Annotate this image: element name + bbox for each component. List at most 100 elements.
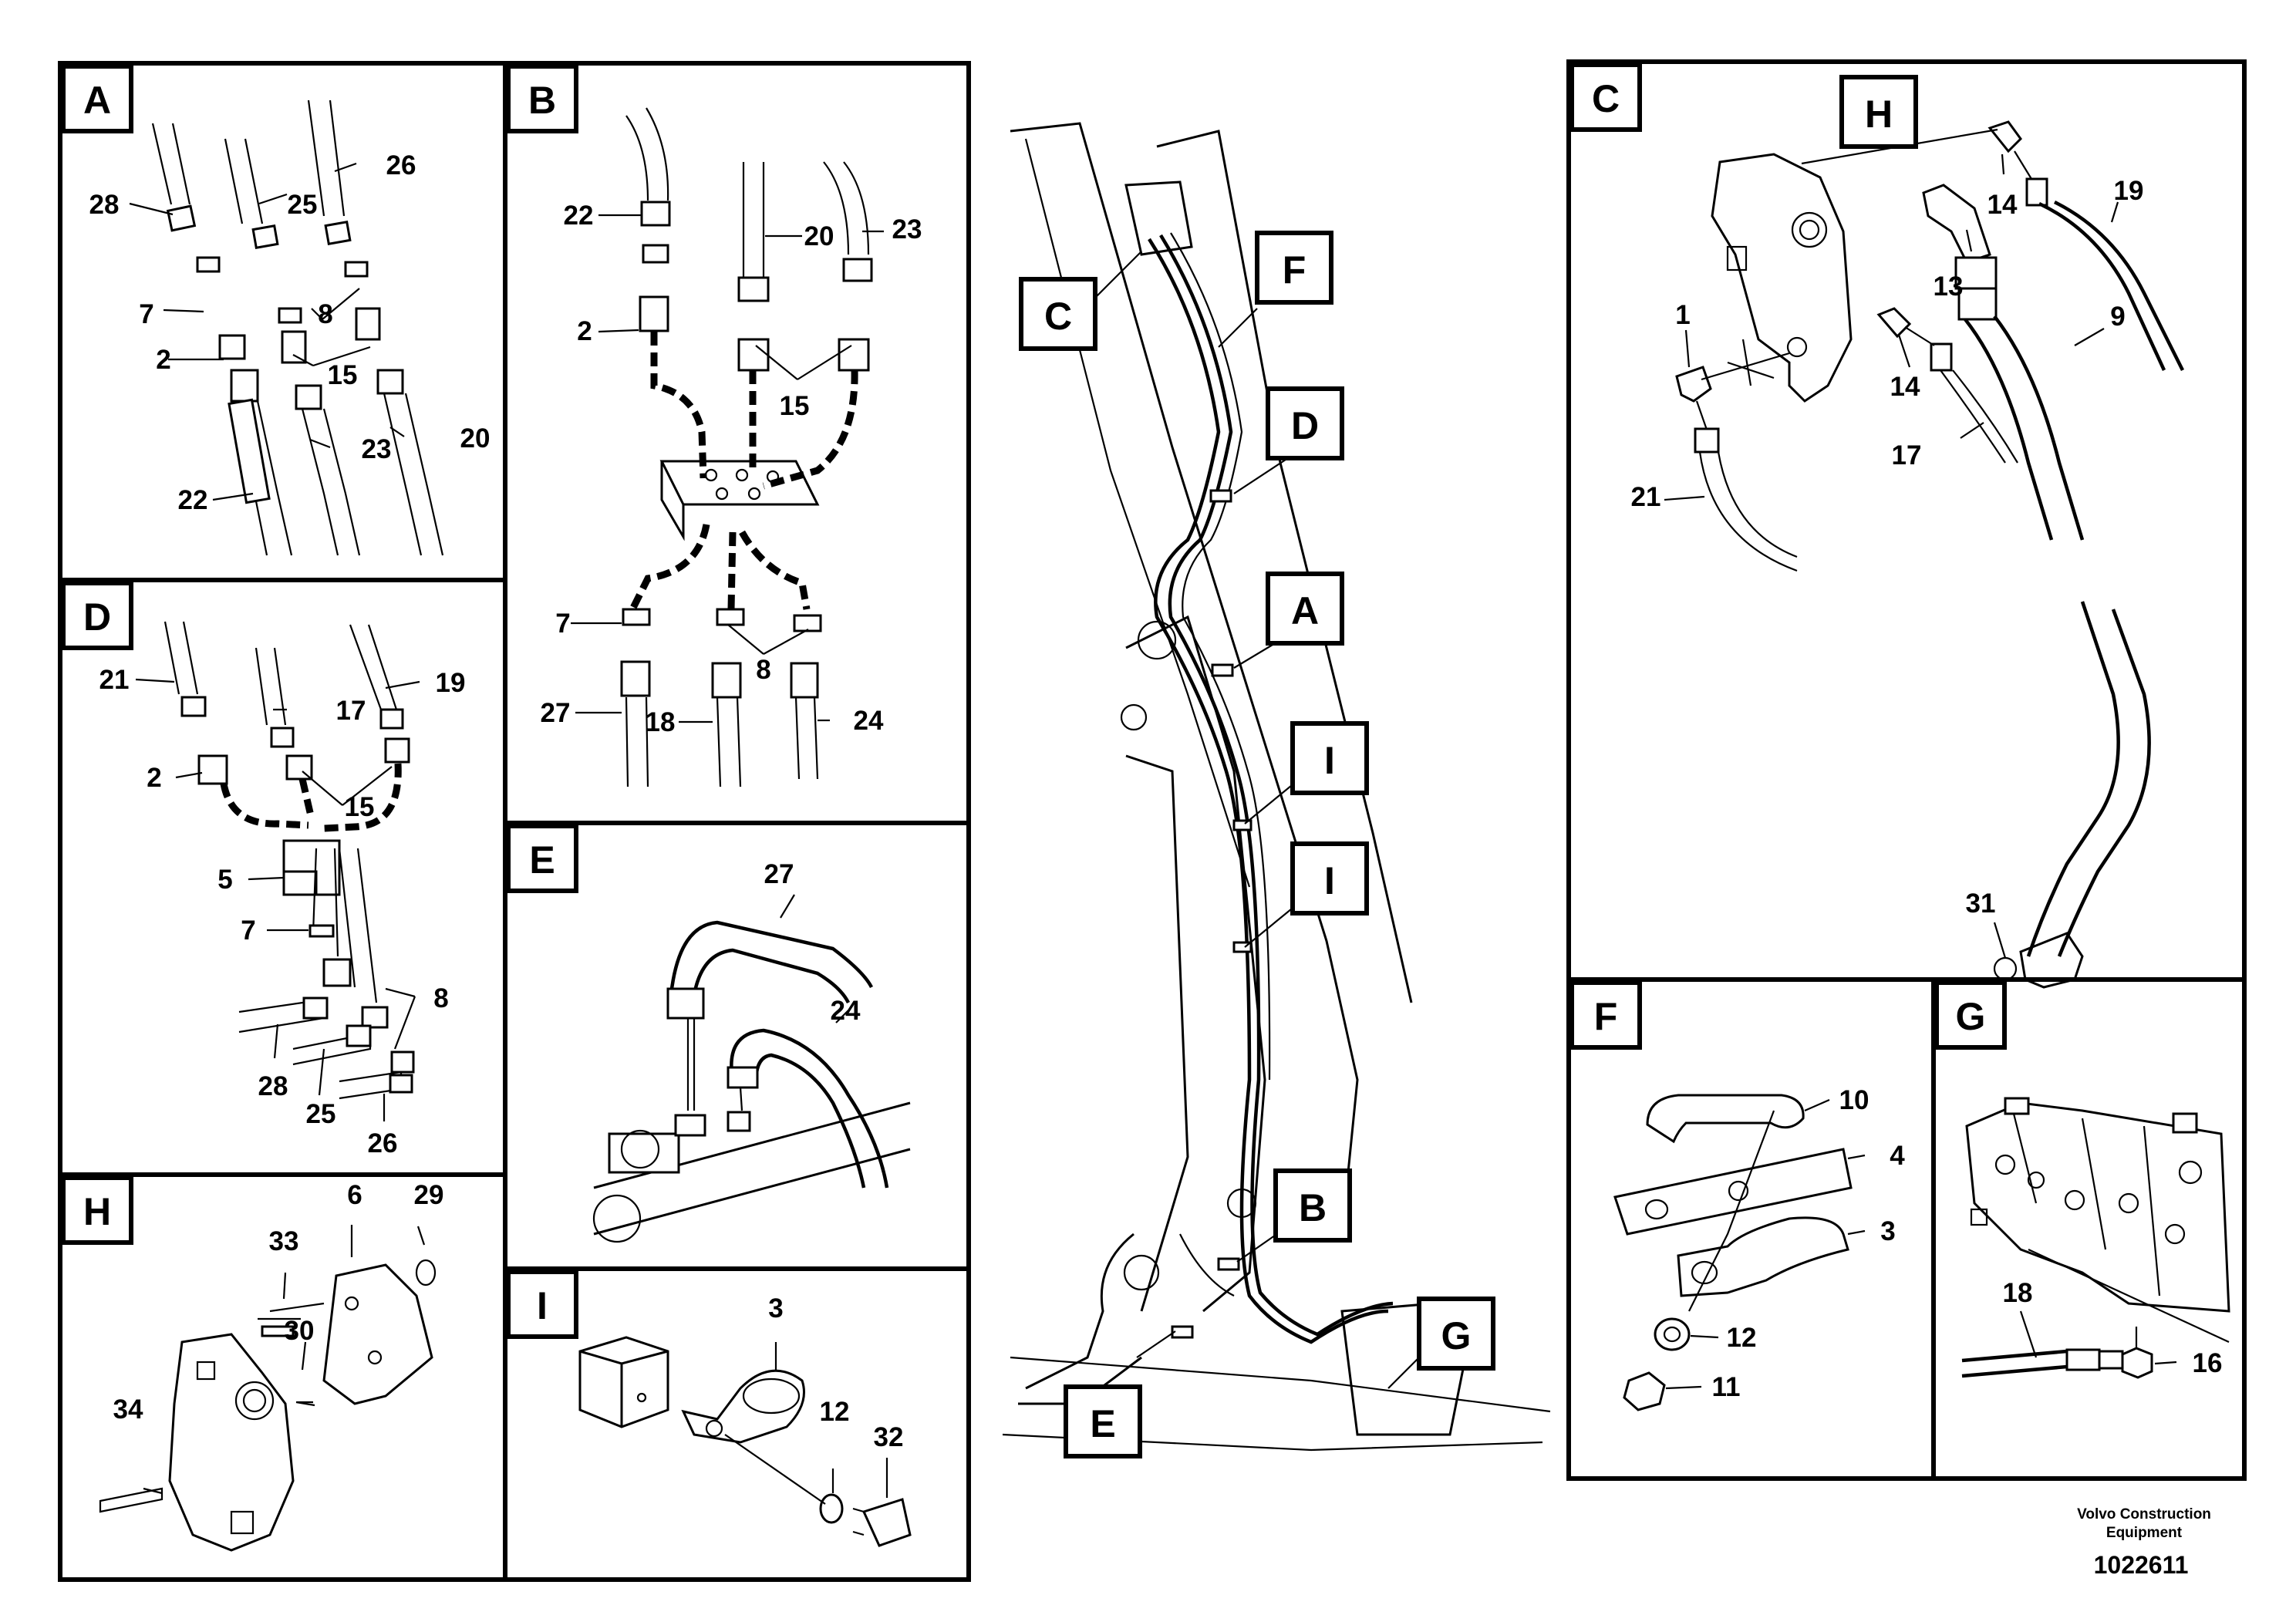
panel-title-A-text: A <box>83 79 111 122</box>
panel-title-A: A <box>61 64 133 133</box>
panel-I-part-12: 12 <box>820 1397 850 1427</box>
panel-B-part-22: 22 <box>564 201 594 231</box>
panel-A-part-15: 15 <box>328 360 358 390</box>
drawing-number: 1022611 <box>2094 1551 2189 1579</box>
panel-title-B-text: B <box>528 79 556 122</box>
panel-A-part-2: 2 <box>156 345 170 375</box>
overview-callout-G: G <box>1441 1314 1472 1357</box>
panel-D-labels: 21 17 19 2 15 5 7 8 28 25 26 <box>99 665 466 1158</box>
right-panel-frames <box>1566 59 2247 1481</box>
overview-callout-B: B <box>1299 1186 1327 1229</box>
panel-C-part-31: 31 <box>1966 889 1996 919</box>
panel-C-part-14-top: 14 <box>1988 190 2018 220</box>
panel-B-labels: 22 20 23 2 15 7 8 27 18 24 <box>541 201 922 737</box>
panel-H-part-30: 30 <box>285 1316 315 1346</box>
overview-callout-C: C <box>1044 295 1072 338</box>
panel-E-part-27: 27 <box>764 859 794 889</box>
panel-H-labels: 33 6 29 30 34 <box>113 1180 444 1425</box>
overview-callout-F: F <box>1283 248 1306 292</box>
left-panel-frames <box>58 61 971 1582</box>
panel-D-part-2: 2 <box>147 763 161 793</box>
panel-H-part-33: 33 <box>269 1226 299 1256</box>
panel-A-part-22: 22 <box>178 485 208 515</box>
panel-title-E: E <box>506 824 578 893</box>
panel-D-part-7: 7 <box>241 916 255 946</box>
panel-B-part-18: 18 <box>646 707 676 737</box>
panel-title-E-text: E <box>529 838 555 882</box>
panel-A-drawing <box>129 99 444 556</box>
panel-D-part-25: 25 <box>306 1099 336 1129</box>
panel-C-callout-H-text: H <box>1865 93 1893 136</box>
panel-B-part-27: 27 <box>541 698 571 728</box>
panel-title-H-text: H <box>83 1190 111 1233</box>
panel-B-part-7: 7 <box>555 609 570 639</box>
overview-callout-A: A <box>1291 589 1319 632</box>
footer-company-line1: Volvo Construction <box>2077 1506 2211 1523</box>
panel-A-part-8: 8 <box>318 299 332 329</box>
panel-B-part-8: 8 <box>756 655 770 685</box>
panel-D-part-5: 5 <box>217 865 232 895</box>
panel-C-part-17: 17 <box>1892 440 1922 470</box>
panel-A-part-26: 26 <box>386 150 416 180</box>
panel-C-labels: 14 19 13 1 9 14 17 21 31 <box>1631 176 2144 919</box>
panel-A-part-23: 23 <box>362 434 392 464</box>
overview-callout-E: E <box>1090 1402 1115 1445</box>
panel-F-part-10: 10 <box>1839 1085 1870 1115</box>
panel-C-part-13: 13 <box>1934 271 1964 302</box>
panel-G-drawing <box>1961 1097 2230 1379</box>
panel-title-C-text: C <box>1592 77 1620 120</box>
panel-B-part-24: 24 <box>854 706 884 736</box>
panel-D-part-26: 26 <box>368 1128 398 1158</box>
overview-callouts: C F D A I I B E G <box>1019 231 1495 1458</box>
panel-C-part-14-bottom: 14 <box>1890 372 1920 402</box>
overview-drawing <box>1002 122 1551 1452</box>
panel-F-part-4: 4 <box>1890 1141 1905 1171</box>
panel-title-I: I <box>506 1270 578 1339</box>
panel-I-drawing <box>578 1336 912 1547</box>
panel-F-part-11: 11 <box>1712 1372 1741 1402</box>
panel-A-part-28: 28 <box>89 190 120 220</box>
panel-A-part-25: 25 <box>288 190 318 220</box>
panel-B-part-20: 20 <box>804 221 834 251</box>
panel-E-labels: 27 24 <box>764 859 861 1026</box>
panel-title-D: D <box>61 581 133 650</box>
panel-H-drawing <box>99 1225 437 1552</box>
footer: Volvo Construction Equipment 1022611 <box>2077 1506 2211 1579</box>
panel-D-part-19: 19 <box>436 668 466 698</box>
panel-D-part-21: 21 <box>99 665 130 695</box>
panel-I-part-32: 32 <box>874 1422 904 1452</box>
panel-title-B: B <box>506 64 578 133</box>
panel-title-G-text: G <box>1956 995 1986 1038</box>
panel-A-part-20: 20 <box>460 423 491 454</box>
panel-title-G: G <box>1934 980 2007 1050</box>
panel-C-part-21: 21 <box>1631 482 1661 512</box>
panel-C-drawing <box>1664 92 2185 989</box>
panel-F-part-3: 3 <box>1880 1216 1895 1246</box>
overview-callout-I-upper: I <box>1324 739 1335 782</box>
panel-title-F-text: F <box>1594 995 1618 1038</box>
panel-G-part-18: 18 <box>2003 1278 2033 1308</box>
panel-C-callout-H: H <box>1839 75 1918 149</box>
panel-B-part-2: 2 <box>577 316 592 346</box>
panel-D-part-17: 17 <box>336 696 366 726</box>
panel-I-part-3: 3 <box>768 1293 783 1324</box>
panel-B-drawing <box>571 107 884 787</box>
panel-F-part-12: 12 <box>1727 1323 1757 1353</box>
panel-title-I-text: I <box>537 1284 548 1327</box>
panel-E-drawing <box>592 894 911 1243</box>
panel-C-part-19: 19 <box>2114 176 2144 206</box>
panel-title-C: C <box>1569 62 1642 132</box>
panel-H-part-34: 34 <box>113 1394 143 1425</box>
panel-A-labels: 28 25 26 7 8 2 15 23 20 22 <box>89 150 491 515</box>
panel-F-labels: 10 4 3 12 11 <box>1712 1085 1906 1402</box>
panel-G-part-16: 16 <box>2193 1348 2223 1378</box>
overview-callout-I-lower: I <box>1324 859 1335 902</box>
panel-H-part-29: 29 <box>414 1180 444 1210</box>
panel-B-part-15: 15 <box>780 391 810 421</box>
panel-F-drawing <box>1613 1094 1866 1411</box>
footer-company-line2: Equipment <box>2106 1525 2183 1541</box>
overview-callout-D: D <box>1291 404 1319 447</box>
panel-D-part-28: 28 <box>258 1071 288 1101</box>
panel-C-part-1: 1 <box>1675 300 1690 330</box>
panel-D-part-15: 15 <box>345 792 375 822</box>
